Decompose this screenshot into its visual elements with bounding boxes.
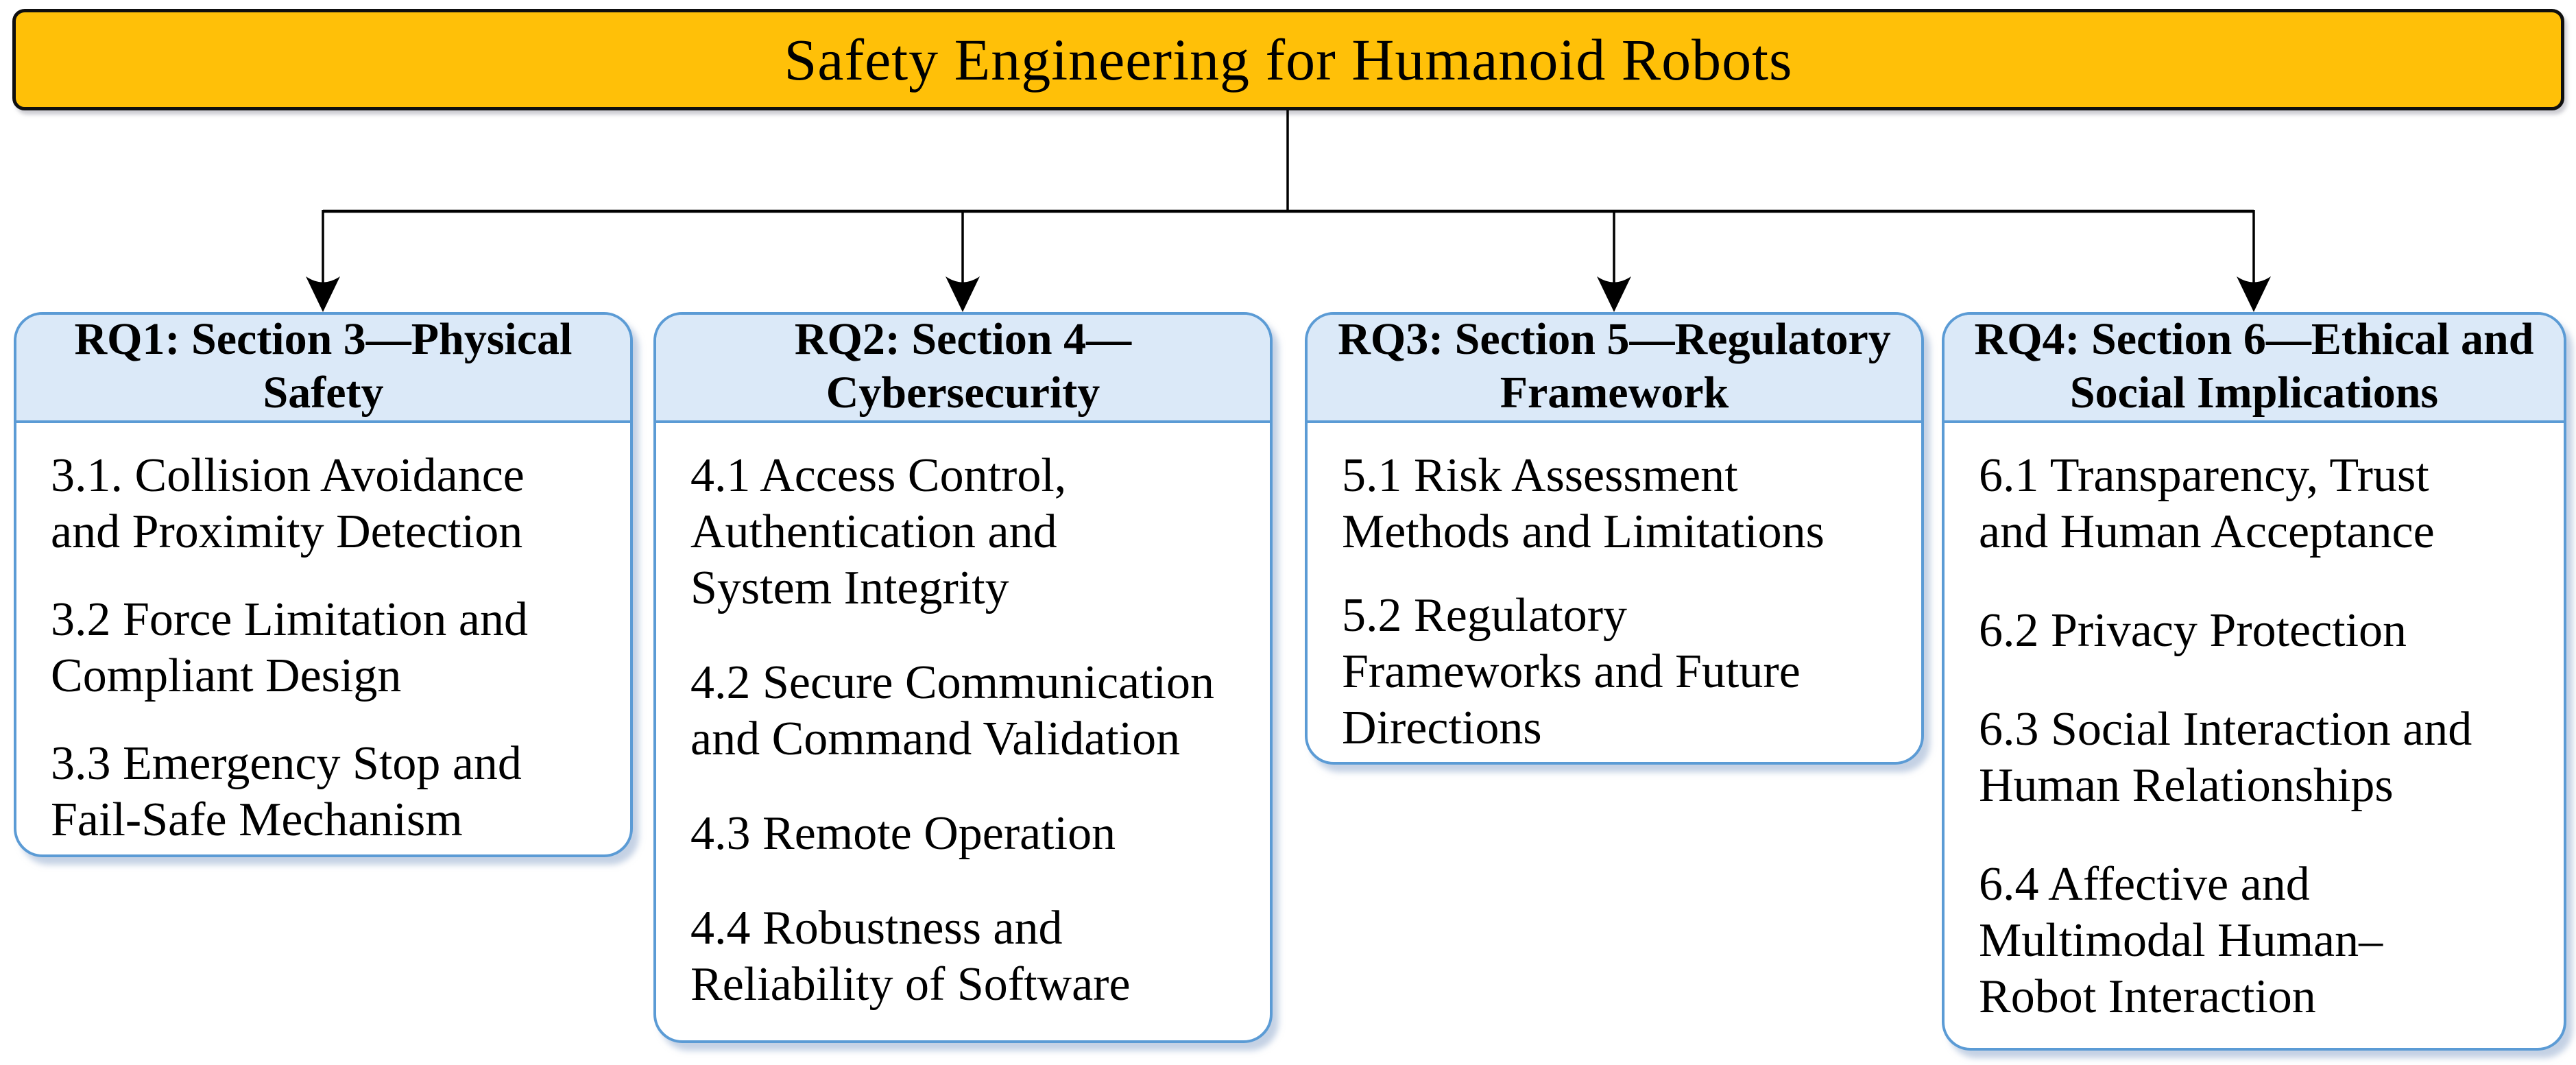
list-item: 6.1 Transparency, Trust and Human Accept… [1979,449,2435,558]
root-node-label: Safety Engineering for Humanoid Robots [784,27,1793,93]
root-node: Safety Engineering for Humanoid Robots [12,9,2564,110]
list-item: 6.2 Privacy Protection [1979,604,2407,657]
branch-rq1: RQ1: Section 3—Physical Safety 3.1. Coll… [14,312,633,857]
list-item: 3.3 Emergency Stop and Fail-Safe Mechani… [51,737,522,846]
branch-rq2-header: RQ2: Section 4— Cybersecurity [656,314,1270,423]
branch-rq3-title: RQ3: Section 5—Regulatory Framework [1338,314,1891,418]
branch-rq2: RQ2: Section 4— Cybersecurity 4.1 Access… [653,312,1273,1043]
branch-rq1-body: 3.1. Collision Avoidance and Proximity D… [16,423,630,848]
list-item: 3.2 Force Limitation and Compliant Desig… [51,593,528,702]
list-item: 5.2 Regulatory Frameworks and Future Dir… [1342,589,1801,754]
branch-rq4-title: RQ4: Section 6—Ethical and Social Implic… [1974,314,2534,418]
branch-rq4-header: RQ4: Section 6—Ethical and Social Implic… [1945,314,2564,423]
branch-rq1-title: RQ1: Section 3—Physical Safety [74,314,573,418]
arrowhead-icon [946,276,980,312]
list-item: 6.3 Social Interaction and Human Relatio… [1979,703,2472,812]
branch-rq4: RQ4: Section 6—Ethical and Social Implic… [1942,312,2566,1051]
arrowhead-icon [2237,276,2271,312]
list-item: 4.1 Access Control, Authentication and S… [690,449,1067,614]
branch-rq2-body: 4.1 Access Control, Authentication and S… [656,423,1270,1013]
list-item: 6.4 Affective and Multimodal Human– Robo… [1979,858,2383,1023]
list-item: 3.1. Collision Avoidance and Proximity D… [51,449,525,558]
list-item: 5.1 Risk Assessment Methods and Limitati… [1342,449,1825,558]
branch-rq1-header: RQ1: Section 3—Physical Safety [16,314,630,423]
branch-rq3-body: 5.1 Risk Assessment Methods and Limitati… [1308,423,1921,756]
list-item: 4.4 Robustness and Reliability of Softwa… [690,902,1131,1011]
branch-rq2-title: RQ2: Section 4— Cybersecurity [794,314,1132,418]
arrowhead-icon [1597,276,1631,312]
branch-rq3-header: RQ3: Section 5—Regulatory Framework [1308,314,1921,423]
branch-rq3: RQ3: Section 5—Regulatory Framework 5.1 … [1305,312,1924,765]
arrowhead-icon [306,276,340,312]
list-item: 4.3 Remote Operation [690,807,1116,860]
list-item: 4.2 Secure Communication and Command Val… [690,656,1215,765]
branch-rq4-body: 6.1 Transparency, Trust and Human Accept… [1945,423,2564,1025]
